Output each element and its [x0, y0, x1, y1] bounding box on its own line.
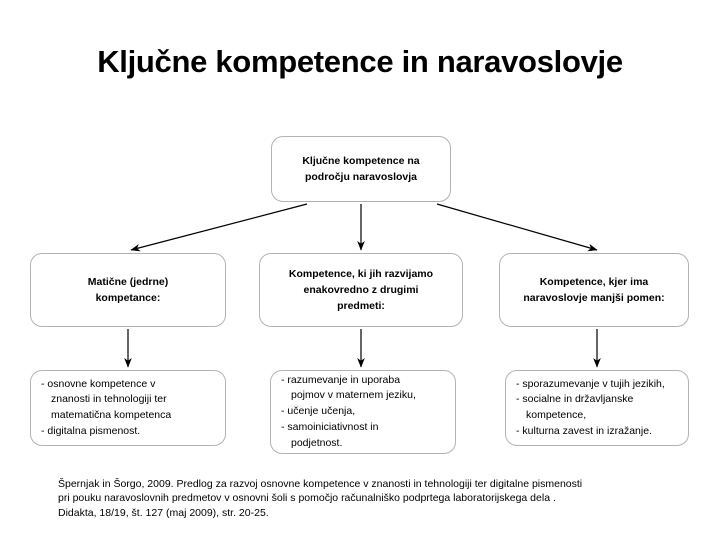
- list-item: - kulturna zavest in izražanje.: [516, 424, 652, 437]
- node-equal-competences-list: - razumevanje in uporaba pojmov v matern…: [270, 370, 456, 454]
- node-root-label: Ključne kompetence na področju naravoslo…: [302, 154, 420, 183]
- node-core-competences-header: Matične (jedrne) kompetance:: [30, 253, 226, 327]
- list-item: - razumevanje in uporaba pojmov v matern…: [281, 373, 416, 402]
- list-item: - učenje učenja,: [281, 405, 356, 418]
- equal-list: - razumevanje in uporaba pojmov v matern…: [271, 373, 455, 452]
- list-item: - digitalna pismenost.: [41, 424, 141, 437]
- citation-line-2: pri pouku naravoslovnih predmetov v osno…: [58, 492, 556, 505]
- node-root-competences: Ključne kompetence na področju naravoslo…: [271, 136, 451, 202]
- node-core-label: Matične (jedrne) kompetance:: [87, 275, 169, 304]
- node-core-competences-list: - osnovne kompetence v znanosti in tehno…: [30, 370, 226, 446]
- source-citation: Špernjak in Šorgo, 2009. Predlog za razv…: [58, 477, 683, 520]
- node-equal-label: Kompetence, ki jih razvijamo enakovredno…: [288, 267, 434, 313]
- citation-line-1: Špernjak in Šorgo, 2009. Predlog za razv…: [58, 478, 583, 490]
- core-list: - osnovne kompetence v znanosti in tehno…: [31, 377, 225, 440]
- list-item: - socialne in državljanske kompetence,: [516, 393, 634, 421]
- list-item: - samoiniciativnost in podjetnost.: [281, 420, 379, 449]
- node-minor-label: Kompetence, kjer ima naravoslovje manjši…: [523, 275, 665, 304]
- list-item: - sporazumevanje v tujih jezikih,: [516, 377, 665, 390]
- connector-root-to-minor: [436, 203, 598, 252]
- list-item: - osnovne kompetence v znanosti in tehno…: [41, 377, 172, 422]
- node-minor-competences-list: - sporazumevanje v tujih jezikih, - soci…: [505, 370, 689, 446]
- connector-root-to-core: [130, 203, 308, 252]
- node-equal-competences-header: Kompetence, ki jih razvijamo enakovredno…: [259, 253, 463, 327]
- citation-line-3: Didakta, 18/19, št. 127 (maj 2009), str.…: [58, 506, 269, 519]
- minor-list: - sporazumevanje v tujih jezikih, - soci…: [506, 377, 688, 440]
- page-title: Ključne kompetence in naravoslovje: [97, 44, 623, 79]
- node-minor-competences-header: Kompetence, kjer ima naravoslovje manjši…: [499, 253, 689, 327]
